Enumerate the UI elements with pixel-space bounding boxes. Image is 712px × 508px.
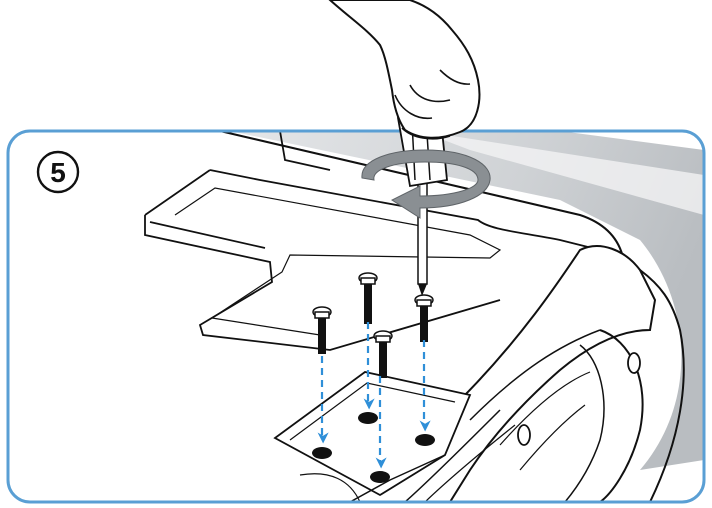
mounting-plate — [273, 371, 472, 497]
clockwise-rotation-arrow-icon — [361, 149, 491, 219]
screw — [414, 294, 434, 342]
recess-outline — [144, 169, 601, 351]
stand-side — [449, 245, 657, 502]
panel-surface — [230, 131, 704, 470]
step-frame — [6, 129, 706, 504]
product-underside — [8, 131, 704, 502]
screw-hole — [415, 434, 435, 446]
screw-hole — [312, 447, 332, 459]
screw-hole — [358, 412, 378, 424]
panel-highlight — [420, 131, 704, 215]
dashed-down-arrow-icon — [317, 322, 431, 469]
step-number: 5 — [50, 157, 66, 188]
hand-holding-screwdriver-icon — [328, 0, 481, 140]
step-badge-circle — [36, 150, 80, 194]
stand-peg — [517, 424, 531, 446]
screw — [312, 306, 332, 354]
step-badge: 5 — [36, 150, 80, 194]
stand-peg — [627, 352, 641, 374]
screw — [373, 330, 393, 378]
screw-hole — [370, 471, 390, 483]
screw — [358, 272, 378, 324]
